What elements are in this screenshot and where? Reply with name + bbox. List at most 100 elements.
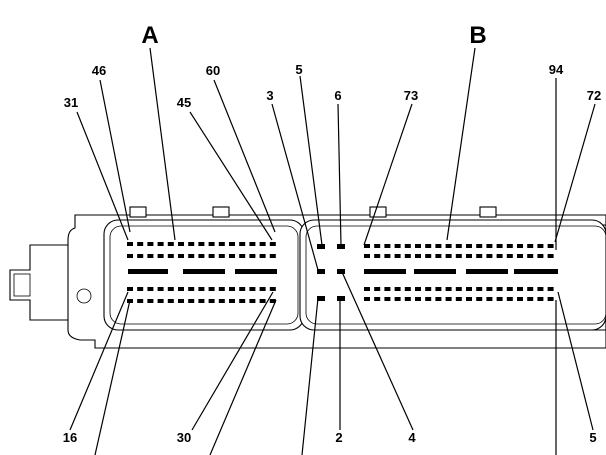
pin — [445, 287, 452, 291]
pin — [147, 287, 154, 291]
pin — [137, 299, 144, 303]
keying-slot — [183, 269, 225, 274]
pin — [259, 299, 266, 303]
pin — [157, 287, 164, 291]
pin — [425, 244, 432, 248]
pin-label-5-bottom: 5 — [589, 430, 596, 445]
pin — [239, 287, 246, 291]
pin-label-31: 31 — [64, 95, 78, 110]
keying-slot — [466, 269, 508, 274]
pin-label-3: 3 — [266, 88, 273, 103]
pin — [374, 244, 381, 248]
keying-slot — [235, 269, 277, 274]
leader-73 — [363, 103, 413, 246]
pin — [269, 254, 276, 258]
pin-label-4: 4 — [408, 430, 416, 445]
pin — [506, 287, 513, 291]
pin — [394, 297, 401, 301]
pin — [137, 287, 144, 291]
pin — [317, 244, 325, 249]
pin — [178, 299, 184, 303]
pin — [394, 254, 401, 258]
pin — [198, 299, 205, 303]
pin — [317, 269, 325, 274]
pin — [157, 242, 164, 246]
pin — [229, 242, 235, 246]
pin — [384, 254, 391, 258]
pin — [157, 299, 164, 303]
pin — [506, 297, 513, 301]
pin — [496, 244, 503, 248]
pin — [404, 287, 411, 291]
pin — [317, 296, 325, 301]
labels: A B 46 31 60 45 3 5 6 73 94 72 16 30 2 4… — [63, 22, 601, 445]
leader-mid-bottom — [301, 297, 319, 455]
pin — [466, 254, 472, 258]
connector-a-label: A — [141, 22, 158, 49]
pin — [147, 242, 154, 246]
pin — [527, 287, 534, 291]
pin — [527, 244, 534, 248]
pin — [208, 254, 215, 258]
pin — [394, 287, 401, 291]
pin — [517, 297, 523, 301]
pin — [455, 254, 462, 258]
pin — [476, 297, 483, 301]
keying-slot — [128, 269, 168, 274]
pin — [527, 254, 534, 258]
pin — [178, 242, 184, 246]
leader-16 — [69, 291, 129, 431]
leader-4 — [341, 271, 414, 431]
leader-a-bottom — [94, 299, 131, 455]
pin — [496, 297, 503, 301]
pin — [404, 254, 411, 258]
pin — [249, 287, 256, 291]
top-tab — [479, 206, 497, 218]
pin — [384, 244, 391, 248]
pin — [547, 297, 554, 301]
pin — [445, 297, 452, 301]
leader-a — [149, 47, 176, 241]
pin — [188, 287, 195, 291]
pin — [249, 254, 256, 258]
pin — [404, 244, 411, 248]
pin — [208, 242, 215, 246]
pin — [337, 244, 345, 249]
pin — [239, 242, 246, 246]
leader-30 — [191, 291, 274, 431]
pin-label-16: 16 — [63, 430, 77, 445]
pin — [486, 254, 493, 258]
leader-60 — [213, 79, 276, 233]
leader-6 — [337, 103, 342, 246]
leader-5-bottom — [557, 291, 594, 431]
pin — [384, 297, 391, 301]
pin — [466, 287, 472, 291]
pin — [476, 254, 483, 258]
pin — [147, 299, 154, 303]
pin — [374, 297, 381, 301]
pin-label-5-top: 5 — [295, 62, 302, 77]
pin — [496, 254, 503, 258]
pin — [506, 254, 513, 258]
bracket-tab — [13, 273, 31, 297]
pin — [198, 287, 205, 291]
pin — [167, 299, 174, 303]
pin — [517, 287, 523, 291]
pin — [167, 242, 174, 246]
leader-72 — [554, 103, 596, 243]
pin — [384, 287, 391, 291]
pin — [229, 287, 235, 291]
pin — [506, 244, 513, 248]
pin — [394, 244, 401, 248]
pin — [137, 242, 144, 246]
pin — [425, 297, 432, 301]
pin — [239, 254, 246, 258]
pin — [157, 254, 164, 258]
leader-46 — [99, 79, 131, 233]
top-tab — [129, 206, 147, 218]
pin — [259, 254, 266, 258]
pin — [517, 254, 523, 258]
pin — [188, 299, 195, 303]
pin — [259, 242, 266, 246]
